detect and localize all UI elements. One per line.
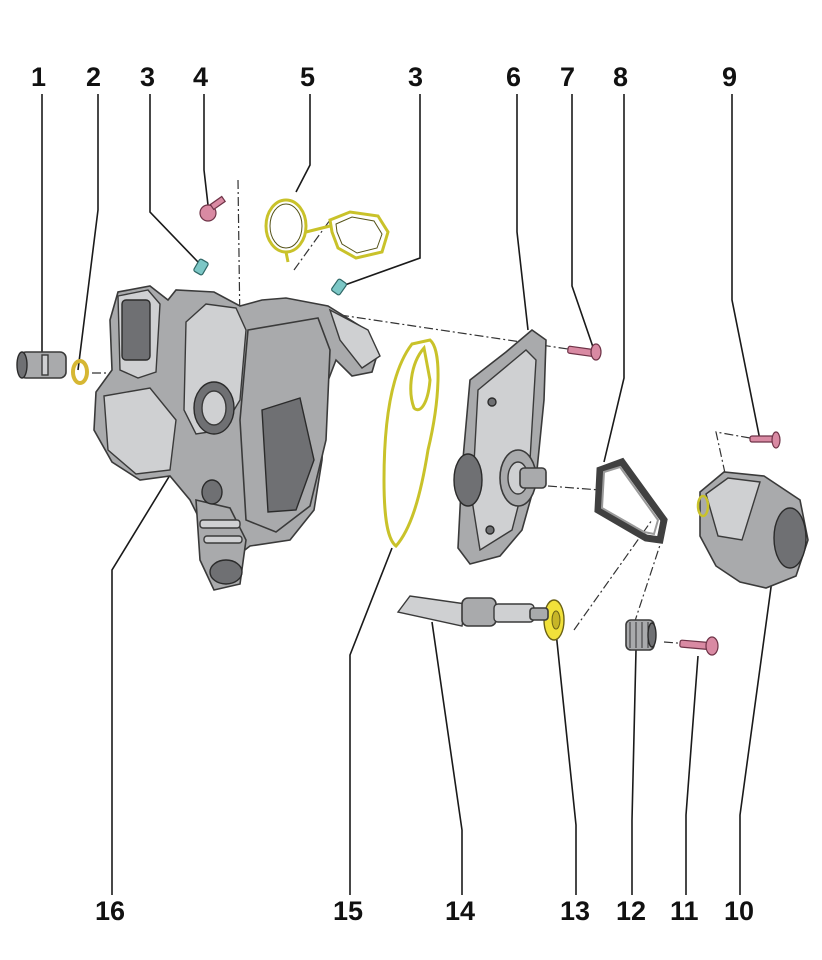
callout-1: 1: [31, 62, 46, 92]
part-4-bolt: [199, 195, 227, 222]
part-1-connector: [16, 351, 67, 379]
part-12-sprocket: [625, 619, 657, 651]
callout-11: 11: [670, 896, 699, 926]
part-10-belt-cover: [696, 471, 809, 589]
callout-6: 6: [506, 62, 521, 92]
callout-13: 13: [560, 896, 590, 926]
part-3-bolt-right: [331, 278, 347, 296]
callout-16: 16: [95, 896, 125, 926]
callout-3-left: 3: [140, 62, 155, 92]
callout-5: 5: [300, 62, 315, 92]
part-9-bolt: [749, 431, 781, 449]
part-5-gasket: [264, 198, 390, 263]
part-8-toothed-belt: [594, 457, 668, 544]
part-15-gasket-ring: [382, 338, 440, 549]
callout-10: 10: [724, 896, 754, 926]
callout-3-right: 3: [408, 62, 423, 92]
callout-4: 4: [193, 62, 208, 92]
part-6-water-pump: [453, 328, 547, 565]
callout-12: 12: [616, 896, 646, 926]
part-11-bolt: [679, 636, 719, 656]
callout-9: 9: [722, 62, 737, 92]
part-7-bolt: [567, 343, 602, 361]
callout-2: 2: [86, 62, 101, 92]
leader-lines: [41, 94, 773, 895]
part-16-housing: [93, 285, 381, 591]
callout-7: 7: [560, 62, 575, 92]
callout-8: 8: [613, 62, 628, 92]
part-13-seal: [543, 599, 565, 641]
callout-14: 14: [445, 896, 475, 926]
part-14-drive-shaft: [396, 595, 549, 627]
part-2-o-ring: [71, 359, 89, 385]
callout-15: 15: [333, 896, 363, 926]
part-3-bolt-left: [193, 258, 209, 276]
